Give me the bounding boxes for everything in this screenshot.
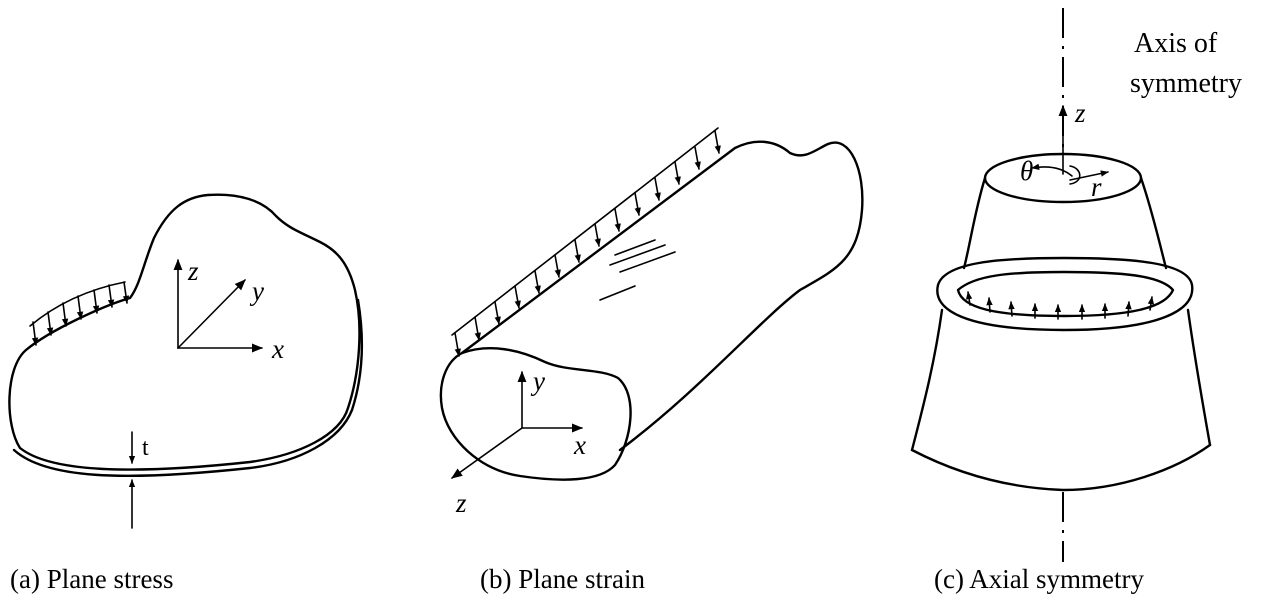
pressure-arrows [965, 291, 1155, 320]
distributed-load-arrows-b [451, 127, 721, 357]
lower-side-left [910, 308, 944, 452]
plate-outline [8, 193, 361, 471]
caption-c: (c) Axial symmetry [934, 564, 1144, 594]
upper-side-right [1139, 176, 1168, 270]
axes-b: y x z [451, 366, 586, 518]
theta-curl [1069, 165, 1081, 185]
thickness-dimension: t [128, 431, 149, 529]
surface-shading [599, 239, 676, 301]
distributed-load-arrows [29, 281, 130, 346]
panel-c-axial-symmetry: z θ r Axis of symmetry (c) Axial symmetr… [910, 8, 1242, 594]
bottom-edge [910, 443, 1212, 492]
axis-label-y-b: y [530, 366, 545, 396]
axis-label-x: x [271, 334, 284, 364]
pressure-ring-outer [936, 256, 1194, 332]
upper-side-left [962, 176, 987, 270]
axis-label-z-b: z [455, 488, 467, 518]
symmetry-axis-label-line2: symmetry [1130, 68, 1242, 99]
thickness-label: t [142, 435, 149, 461]
axis-label-theta: θ [1020, 156, 1033, 186]
axes-c: z θ r [1020, 98, 1109, 202]
panel-a-plane-stress: z y x t (a) Plane stress [8, 193, 364, 594]
axes-a: z y x [173, 256, 284, 364]
symmetry-axis-label-line1: Axis of [1134, 28, 1218, 59]
pressure-ring-inner [956, 270, 1175, 318]
axis-label-r: r [1091, 172, 1102, 202]
axis-label-y: y [249, 276, 264, 306]
plate-bottom-edge [12, 298, 364, 478]
caption-b: (b) Plane strain [480, 564, 645, 594]
panel-b-plane-strain: y x z (b) Plane strain [439, 127, 864, 594]
lower-side-right [1186, 308, 1212, 447]
axis-label-z: z [187, 256, 199, 286]
caption-a: (a) Plane stress [10, 564, 173, 594]
axis-label-x-b: x [573, 430, 586, 460]
cylinder-body [460, 140, 864, 452]
theta-arrow [1031, 163, 1073, 177]
cross-section [439, 347, 632, 481]
r-arrow [1069, 170, 1109, 181]
axis-label-z-c: z [1074, 98, 1086, 128]
